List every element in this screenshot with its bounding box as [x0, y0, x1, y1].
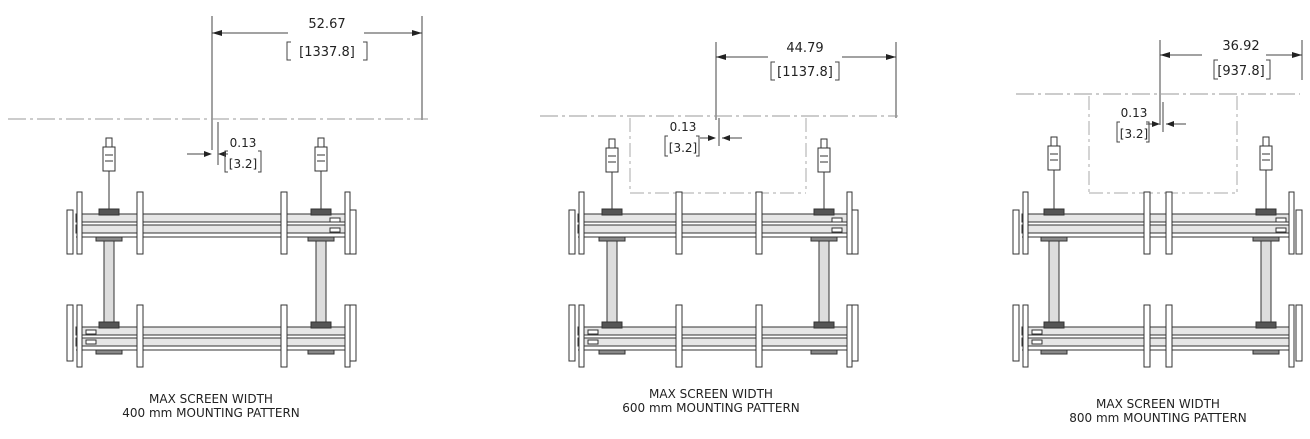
overall-mm: [1137.8] [777, 65, 833, 80]
overall-inches: 52.67 [308, 17, 345, 32]
horizontal-rail [1021, 326, 1295, 351]
caption-line-1: MAX SCREEN WIDTH [1096, 397, 1220, 411]
offset-dimension [187, 122, 262, 173]
horizontal-rail [75, 326, 349, 351]
horizontal-rail [577, 326, 851, 351]
offset-dimension [1116, 102, 1186, 143]
wall-mount-assembly [568, 138, 859, 368]
caption-line-1: MAX SCREEN WIDTH [649, 387, 773, 401]
panel-800mm: 36.92 [937.8] 0.13 [3.2] [1012, 39, 1303, 425]
end-plate [1012, 191, 1303, 368]
offset-mm: [3.2] [229, 157, 257, 171]
offset-inches: 0.13 [230, 136, 257, 150]
caption-line-2: 600 mm MOUNTING PATTERN [622, 401, 800, 415]
panel-400mm: 52.67 [1337.8] 0.13 [3.2] [8, 16, 428, 420]
quick-release-connector [1259, 136, 1273, 213]
panel-600mm: 44.79 [1137.8] 0.13 [3.2] [540, 41, 898, 415]
quick-release-connector [102, 137, 116, 213]
quick-release-connector [1047, 136, 1061, 213]
vertical-post [606, 239, 618, 326]
end-plate [568, 191, 859, 368]
screen-outline [629, 118, 807, 194]
vertical-post [315, 239, 327, 326]
overall-inches: 36.92 [1222, 39, 1259, 54]
horizontal-rail [1021, 213, 1295, 238]
overall-dimension [211, 16, 423, 150]
offset-inches: 0.13 [670, 120, 697, 134]
overall-dimension [715, 42, 897, 120]
vertical-post [818, 239, 830, 326]
horizontal-rail [75, 213, 349, 238]
offset-mm: [3.2] [1120, 127, 1148, 141]
caption-line-2: 400 mm MOUNTING PATTERN [122, 406, 300, 420]
wall-mount-assembly [66, 137, 357, 368]
overall-dimension [1159, 40, 1303, 125]
offset-dimension [664, 118, 742, 157]
vertical-post [1260, 239, 1272, 326]
offset-inches: 0.13 [1121, 106, 1148, 120]
end-plate [66, 191, 357, 368]
offset-mm: [3.2] [669, 141, 697, 155]
overall-mm: [1337.8] [299, 45, 355, 60]
quick-release-connector [314, 137, 328, 213]
overall-inches: 44.79 [786, 41, 823, 56]
vertical-post [1048, 239, 1060, 326]
horizontal-rail [577, 213, 851, 238]
wall-mount-assembly [1012, 136, 1303, 368]
overall-mm: [937.8] [1217, 64, 1264, 79]
quick-release-connector [817, 138, 831, 213]
caption-line-2: 800 mm MOUNTING PATTERN [1069, 411, 1247, 425]
vertical-post [103, 239, 115, 326]
quick-release-connector [605, 138, 619, 213]
caption-line-1: MAX SCREEN WIDTH [149, 392, 273, 406]
screen-outline [1088, 96, 1238, 194]
